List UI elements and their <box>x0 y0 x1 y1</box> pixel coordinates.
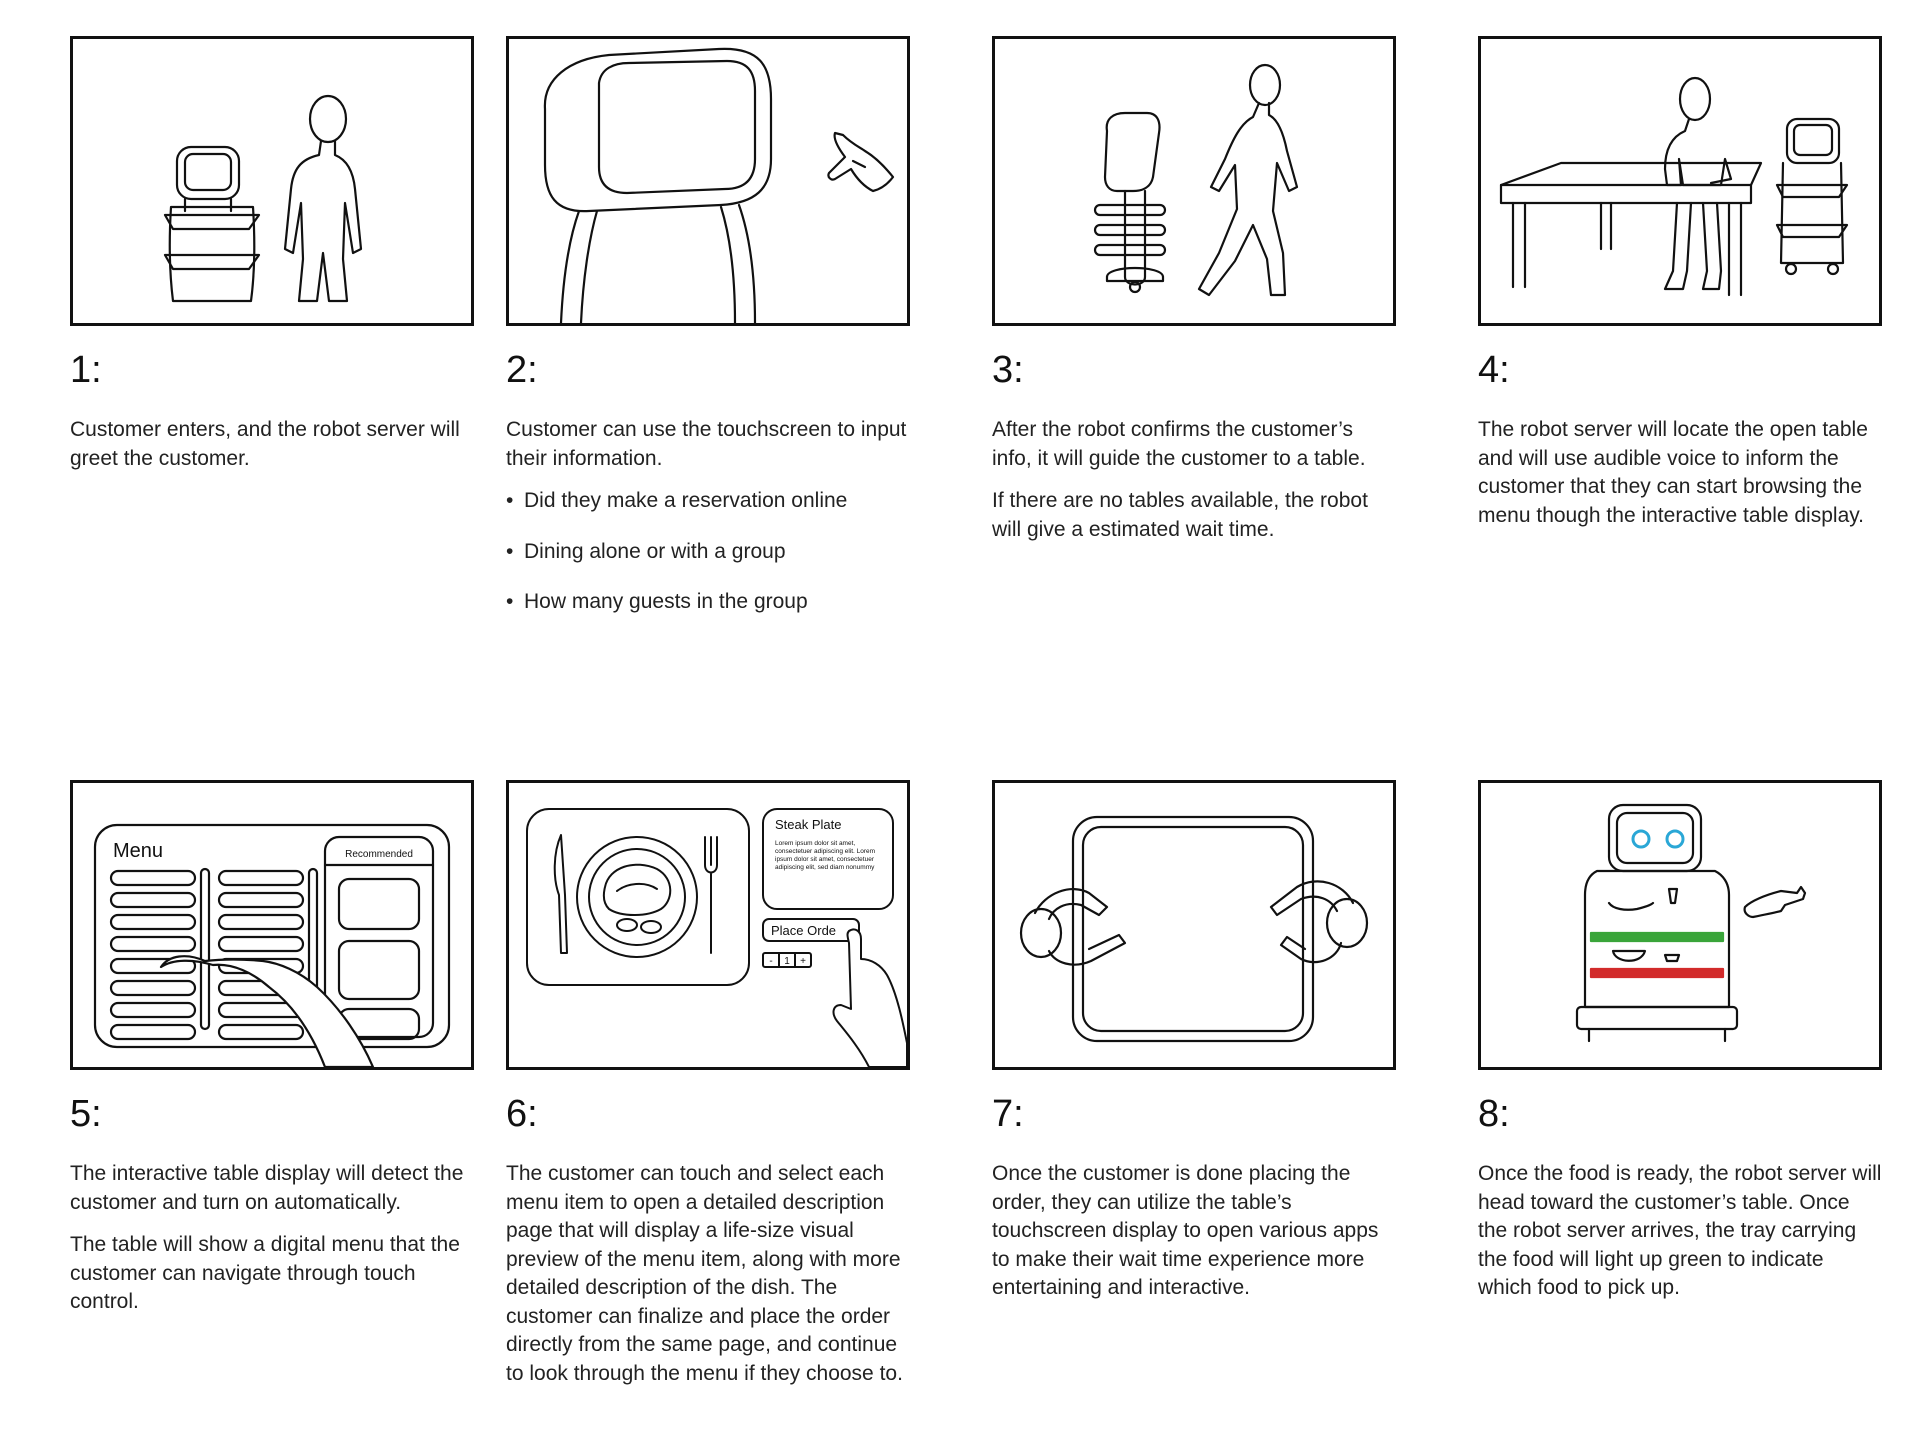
sketch-frame-4 <box>1478 36 1882 326</box>
recommended-panel <box>323 835 435 1039</box>
touching-hand-icon <box>159 955 375 1067</box>
step-description: The customer can touch and select each m… <box>506 1160 910 1402</box>
reaching-hand-icon <box>1743 885 1807 919</box>
recommended-label: Recommended <box>345 849 413 860</box>
red-tray <box>1589 967 1725 979</box>
qty-value: 1 <box>784 956 790 967</box>
table-display-screen <box>93 823 451 1049</box>
pointing-hand-icon <box>827 131 895 193</box>
customer-left-topdown-icon <box>1019 888 1127 966</box>
sketch-frame-3 <box>992 36 1396 326</box>
step-description: Customer can use the touchscreen to inpu… <box>506 416 910 639</box>
dish-detail-sketch: Steak Plate Lorem ipsum dolor sit amet, … <box>526 808 907 1067</box>
sketch-frame-2 <box>506 36 910 326</box>
qty-minus: - <box>769 956 772 967</box>
dish-info-card <box>762 808 894 910</box>
step-paragraph: After the robot confirms the customer’s … <box>992 418 1366 470</box>
fork-icon <box>704 836 718 954</box>
dish-lorem-line: ipsum dolor sit amet, consectetuer <box>775 856 875 863</box>
menu-item-list-left <box>109 867 211 1041</box>
step-description: Once the food is ready, the robot server… <box>1478 1160 1882 1317</box>
bullet-item: Dining alone or with a group <box>506 538 910 567</box>
robot-server-icon <box>1575 803 1739 1043</box>
sketch-frame-6: Steak Plate Lorem ipsum dolor sit amet, … <box>506 780 910 1070</box>
robot-touchscreen-icon <box>543 47 773 323</box>
bullet-item: Did they make a reservation online <box>506 487 910 516</box>
green-lit-tray <box>1589 931 1725 943</box>
step-description: Customer enters, and the robot server wi… <box>70 416 474 487</box>
step-description: Once the customer is done placing the or… <box>992 1160 1396 1317</box>
dish-preview-card <box>526 808 750 986</box>
dish-lorem-line: Lorem ipsum dolor sit amet, <box>775 840 855 847</box>
step-paragraph: The table will show a digital menu that … <box>70 1233 460 1313</box>
place-order-button <box>762 918 860 942</box>
step-paragraph: The customer can touch and select each m… <box>506 1162 903 1385</box>
step-paragraph: Customer can use the touchscreen to inpu… <box>506 418 907 470</box>
bullet-item: How many guests in the group <box>506 588 910 617</box>
interactive-table-icon <box>1071 815 1315 1043</box>
step-paragraph: Once the food is ready, the robot server… <box>1478 1162 1882 1299</box>
walking-customer-icon <box>1197 63 1299 297</box>
robot-server-icon <box>1775 117 1849 276</box>
step-paragraph: The robot server will locate the open ta… <box>1478 418 1868 527</box>
touchscreen-table-sketch <box>1019 815 1369 1043</box>
seated-at-table-sketch <box>1499 76 1849 297</box>
robot-eye-icon <box>1665 829 1685 849</box>
dish-lorem-line: consectetuer adipiscing elit. Lorem <box>775 848 875 855</box>
step-description: The interactive table display will detec… <box>70 1160 474 1331</box>
step-number: 3: <box>992 349 1024 391</box>
robot-guiding-sketch <box>1093 63 1299 297</box>
step-paragraph: The interactive table display will detec… <box>70 1162 464 1214</box>
pointing-hand-icon <box>832 928 907 1067</box>
robot-side-view-icon <box>1093 111 1167 294</box>
quantity-stepper: - 1 + <box>762 952 812 968</box>
menu-title: Menu <box>113 840 163 862</box>
sketch-frame-1 <box>70 36 474 326</box>
sketch-frame-7 <box>992 780 1396 1070</box>
robot-eye-icon <box>1631 829 1651 849</box>
dish-title: Steak Plate <box>775 817 842 832</box>
knife-icon <box>553 834 568 954</box>
customer-right-topdown-icon <box>1269 880 1369 964</box>
sketch-frame-8 <box>1478 780 1882 1070</box>
step-paragraph: Customer enters, and the robot server wi… <box>70 418 460 470</box>
step-number: 6: <box>506 1093 538 1135</box>
sketch-frame-5: Menu Recommended <box>70 780 474 1070</box>
robot-server-icon <box>163 145 261 303</box>
food-delivery-sketch <box>1575 803 1807 1043</box>
step-number: 4: <box>1478 349 1510 391</box>
digital-menu-sketch: Menu Recommended <box>93 823 451 1067</box>
place-order-label: Place Orde <box>771 923 836 938</box>
qty-plus: + <box>800 956 806 967</box>
step-number: 7: <box>992 1093 1024 1135</box>
info-bullet-list: Did they make a reservation online Dinin… <box>506 487 910 617</box>
touchscreen-input-sketch <box>543 47 895 323</box>
steak-icon <box>602 863 672 916</box>
step-number: 5: <box>70 1093 102 1135</box>
dish-lorem-line: adipiscing elit, sed diam nonummy <box>775 864 875 871</box>
step-number: 8: <box>1478 1093 1510 1135</box>
plate-icon <box>576 836 698 958</box>
step-number: 1: <box>70 349 102 391</box>
step-paragraph: Once the customer is done placing the or… <box>992 1162 1379 1299</box>
seated-customer-icon <box>1663 76 1733 291</box>
step-number: 2: <box>506 349 538 391</box>
robot-greeting-sketch <box>163 94 363 303</box>
step-description: The robot server will locate the open ta… <box>1478 416 1882 544</box>
step-description: After the robot confirms the customer’s … <box>992 416 1396 558</box>
customer-figure-icon <box>283 94 363 303</box>
step-paragraph: If there are no tables available, the ro… <box>992 489 1368 541</box>
